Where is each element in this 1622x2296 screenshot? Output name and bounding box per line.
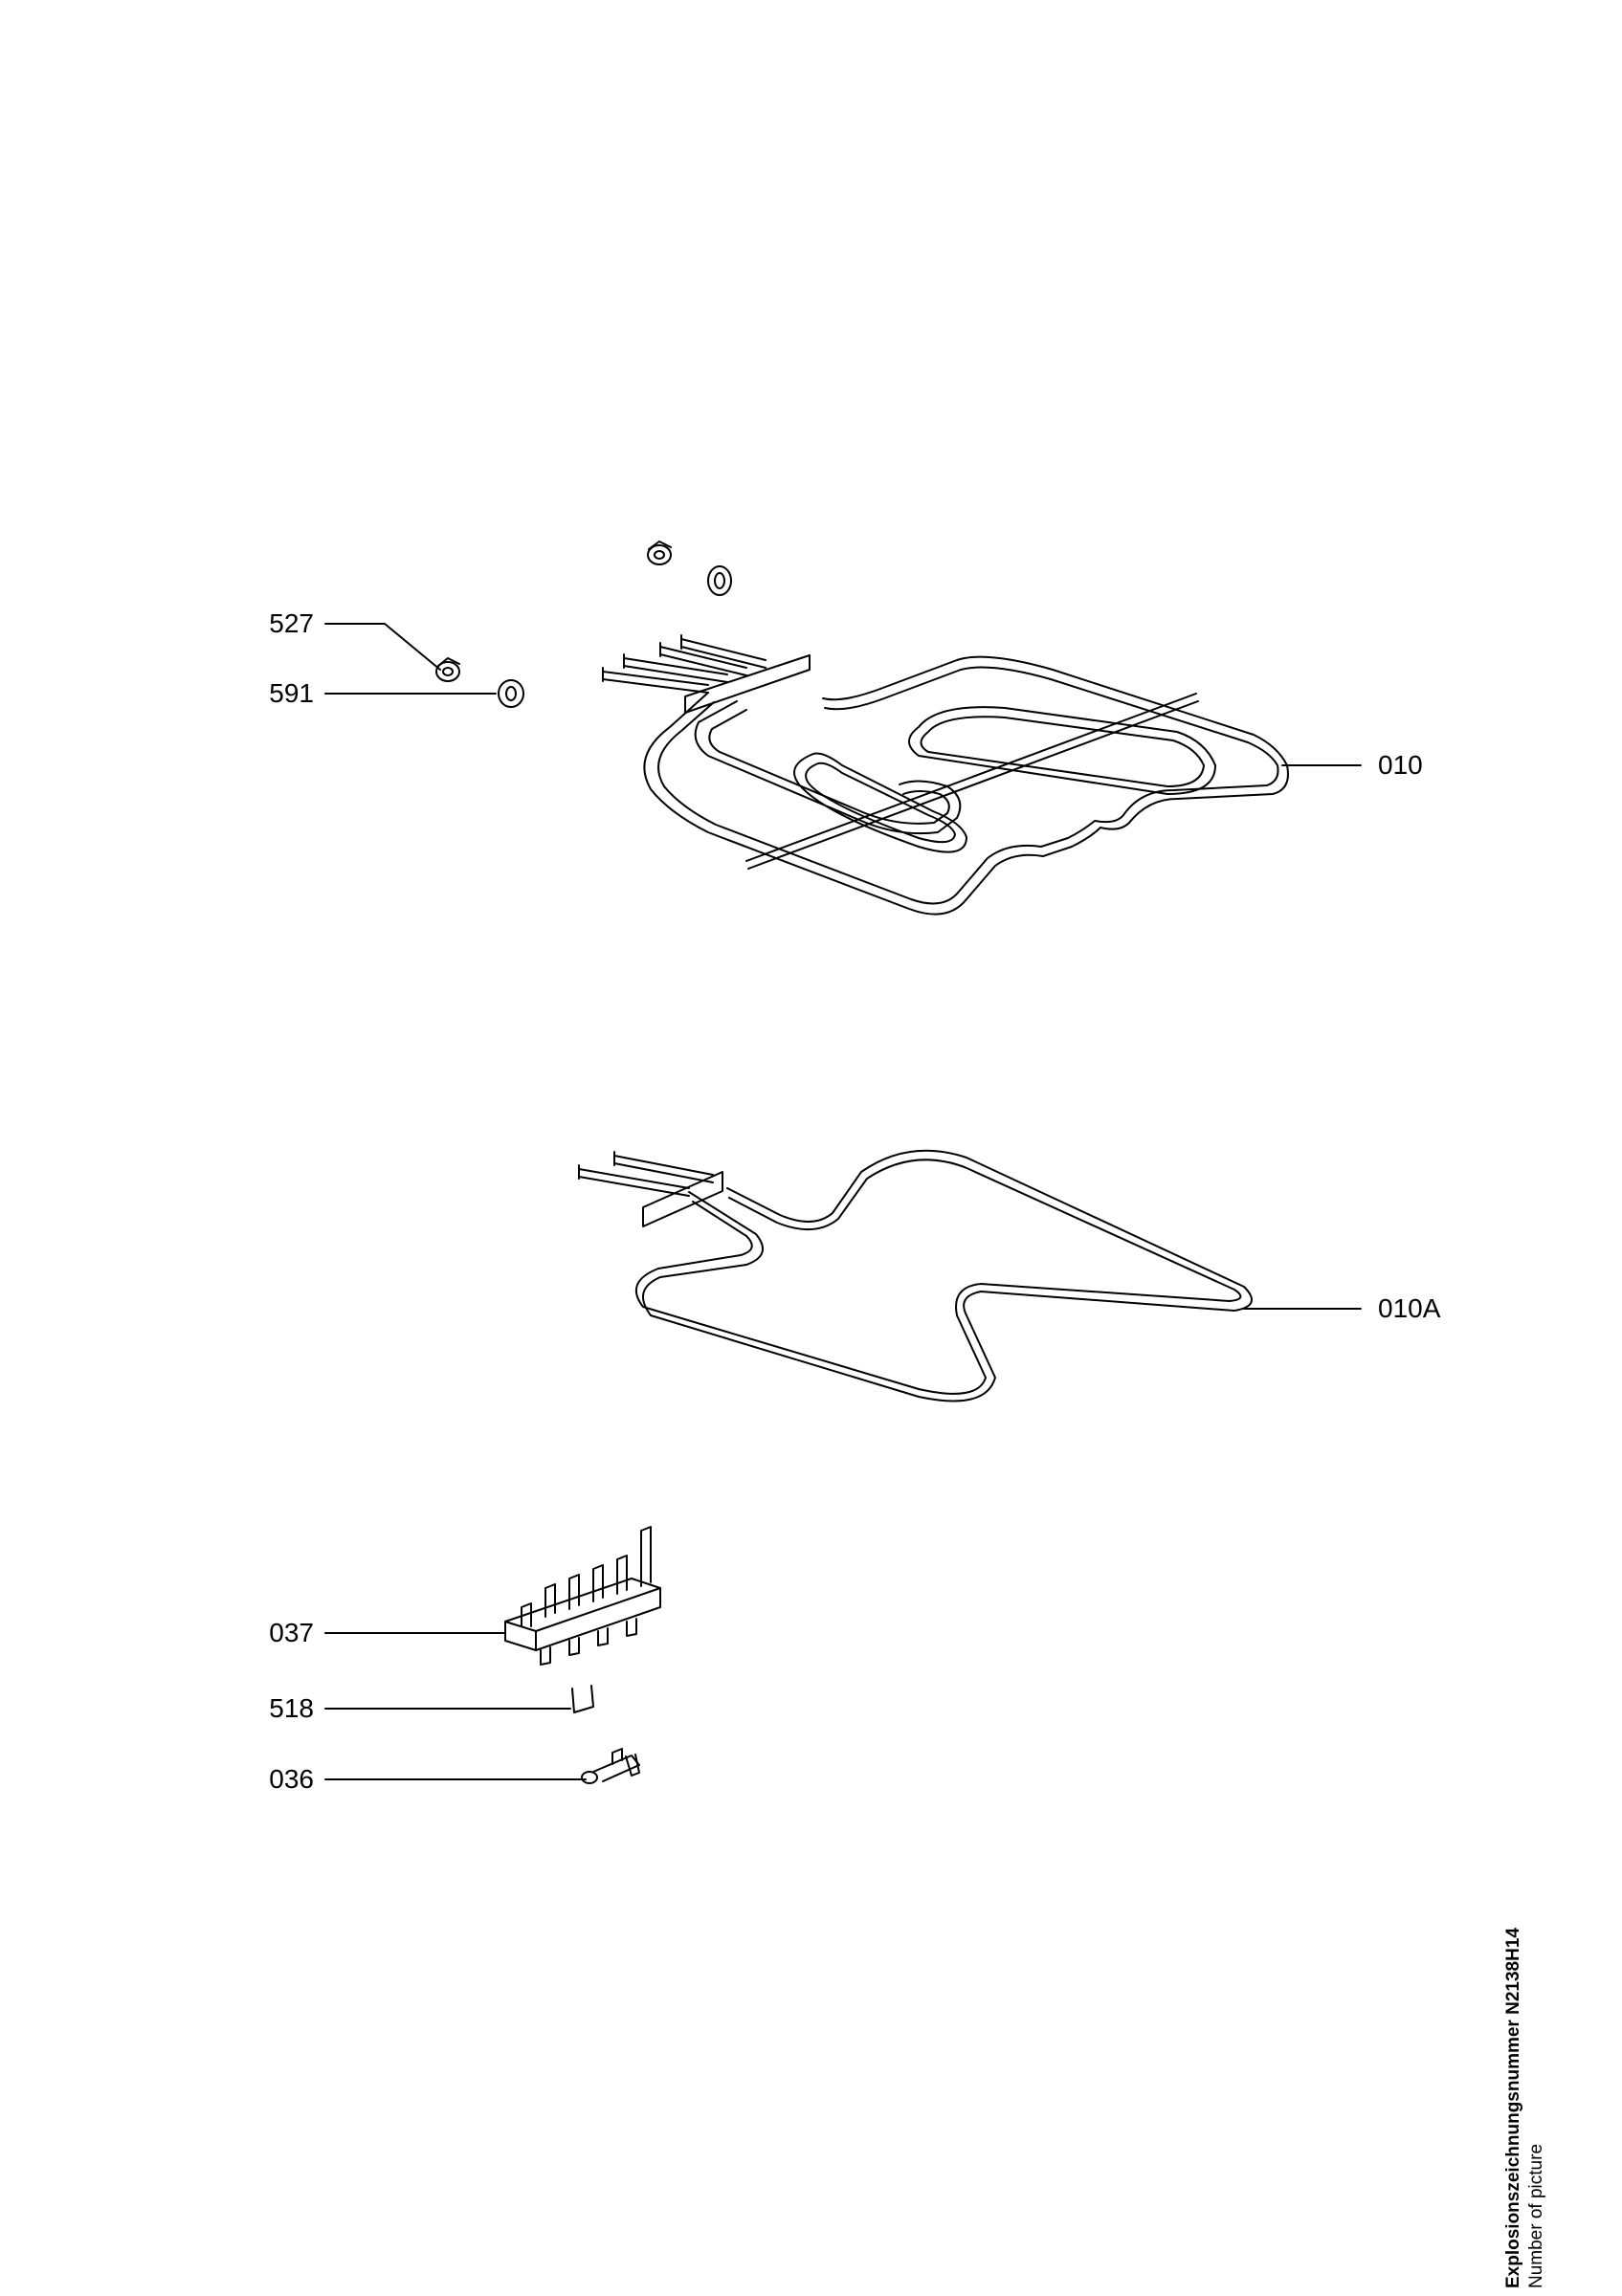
terminal-block-037-shape [504,1526,661,1666]
part-label-527: 527 [269,608,314,638]
leader-lines [324,623,1362,1780]
clip-518-shape [571,1685,594,1713]
leader-527 [324,623,441,671]
washer-591-shape [498,679,524,708]
part-label-037: 037 [269,1618,314,1647]
caption-subtitle: Number of picture [1526,2143,1546,2288]
heating-element-010-shape [602,634,1289,916]
part-label-591: 591 [269,678,314,708]
part-label-010A: 010A [1378,1293,1441,1323]
nut-527-shape [435,657,460,682]
caption-title: Explosionszeichnungsnummer N2138H14 [1503,1928,1523,2288]
washer-upper-shape [707,565,732,596]
part-label-518: 518 [269,1693,314,1723]
part-036-shape [581,1748,640,1784]
nut-upper-shape [647,541,672,565]
part-label-036: 036 [269,1764,314,1794]
part-label-010: 010 [1378,750,1423,780]
heating-element-010A-shape [578,1149,1253,1402]
picture-caption: Explosionszeichnungsnummer N2138H14 Numb… [1502,1928,1548,2288]
